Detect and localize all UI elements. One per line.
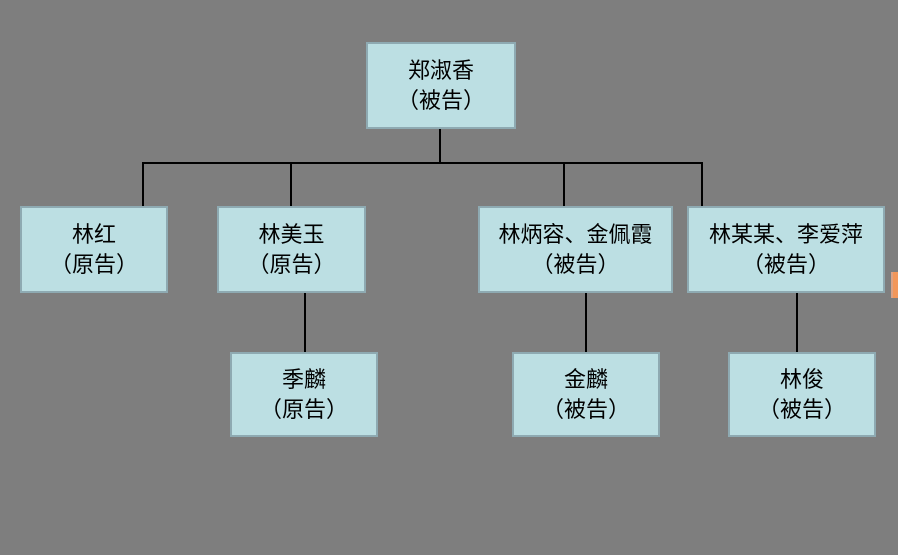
node-name-label: 林美玉 <box>258 221 325 247</box>
node-name-label: 金麟 <box>563 366 608 392</box>
node-role-label: （原告） <box>247 251 336 277</box>
chart-node-lin-jun[interactable]: 林俊 （被告） <box>728 352 876 437</box>
chart-node-zheng-shuxiang[interactable]: 郑淑香 （被告） <box>366 42 516 129</box>
chart-node-lin-bingrong-jin-peixia[interactable]: 林炳容、金佩霞 （被告） <box>478 206 673 293</box>
connector-line <box>563 162 565 207</box>
node-role-label: （被告） <box>741 251 830 277</box>
node-name-label: 林炳容、金佩霞 <box>498 221 653 247</box>
node-name-label: 林红 <box>71 221 116 247</box>
connector-line <box>439 128 441 163</box>
chart-node-ji-lin[interactable]: 季麟 （原告） <box>230 352 378 437</box>
node-role-label: （原告） <box>259 396 348 422</box>
chart-node-jin-lin[interactable]: 金麟 （被告） <box>512 352 660 437</box>
clipped-shape-fragment <box>891 272 898 298</box>
chart-node-lin-hong[interactable]: 林红 （原告） <box>20 206 168 293</box>
node-name-label: 林俊 <box>779 366 824 392</box>
node-role-label: （原告） <box>49 251 138 277</box>
connector-line <box>585 292 587 353</box>
node-role-label: （被告） <box>531 251 620 277</box>
node-name-label: 郑淑香 <box>407 57 474 83</box>
node-role-label: （被告） <box>757 396 846 422</box>
chart-node-lin-meiyu[interactable]: 林美玉 （原告） <box>217 206 366 293</box>
node-name-label: 林某某、李爱萍 <box>708 221 863 247</box>
connector-line <box>304 292 306 353</box>
connector-line <box>142 162 703 164</box>
connector-line <box>701 162 703 207</box>
connector-line <box>796 292 798 353</box>
chart-node-lin-moumou-li-aiping[interactable]: 林某某、李爱萍 （被告） <box>687 206 885 293</box>
node-role-label: （被告） <box>541 396 630 422</box>
connector-line <box>290 162 292 207</box>
node-role-label: （被告） <box>396 87 485 113</box>
node-name-label: 季麟 <box>281 366 326 392</box>
connector-line <box>142 162 144 207</box>
